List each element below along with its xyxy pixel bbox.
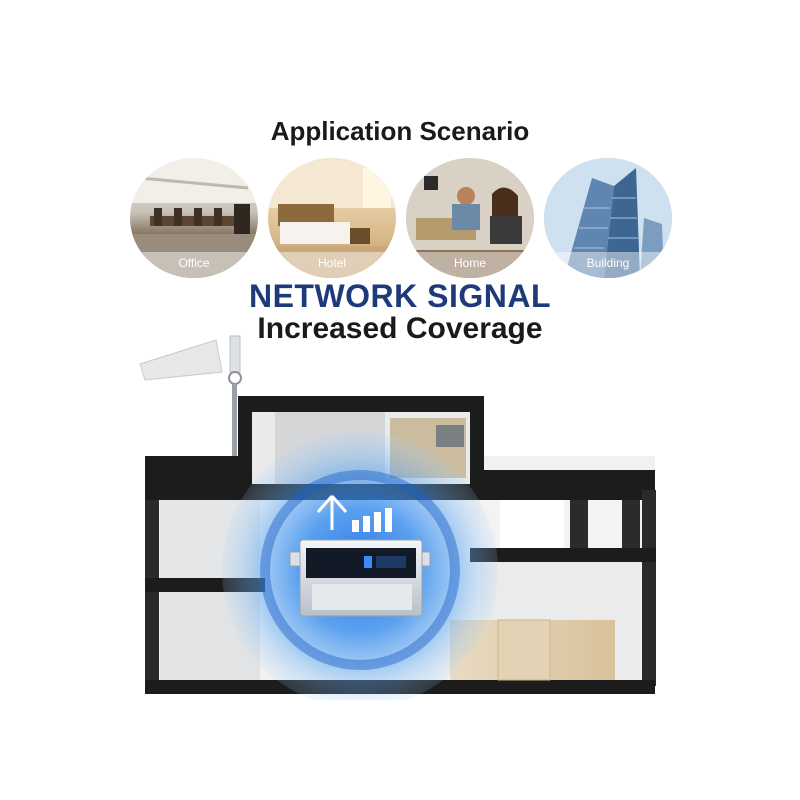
scenario-home: Home [406, 158, 534, 278]
outdoor-antenna [139, 335, 242, 480]
building-image [544, 158, 672, 278]
scenario-office: Office [130, 158, 258, 278]
scenario-office-label: Office [130, 252, 258, 278]
signal-repeater-device [289, 539, 431, 617]
scenario-hotel: Hotel [268, 158, 396, 278]
headline-network-signal: NETWORK SIGNAL [248, 278, 552, 314]
scenario-home-label: Home [406, 252, 534, 278]
section-title: Application Scenario [270, 116, 530, 146]
house-cutaway-illustration [139, 335, 656, 700]
signal-strength-icon [316, 495, 392, 532]
scenario-circles: Office Hotel Home [130, 158, 674, 278]
scenario-building-label: Building [544, 252, 672, 278]
scenario-hotel-label: Hotel [268, 252, 396, 278]
scenario-building: Building [544, 158, 672, 278]
headline-increased-coverage: Increased Coverage [257, 312, 543, 345]
home-image [406, 158, 534, 278]
